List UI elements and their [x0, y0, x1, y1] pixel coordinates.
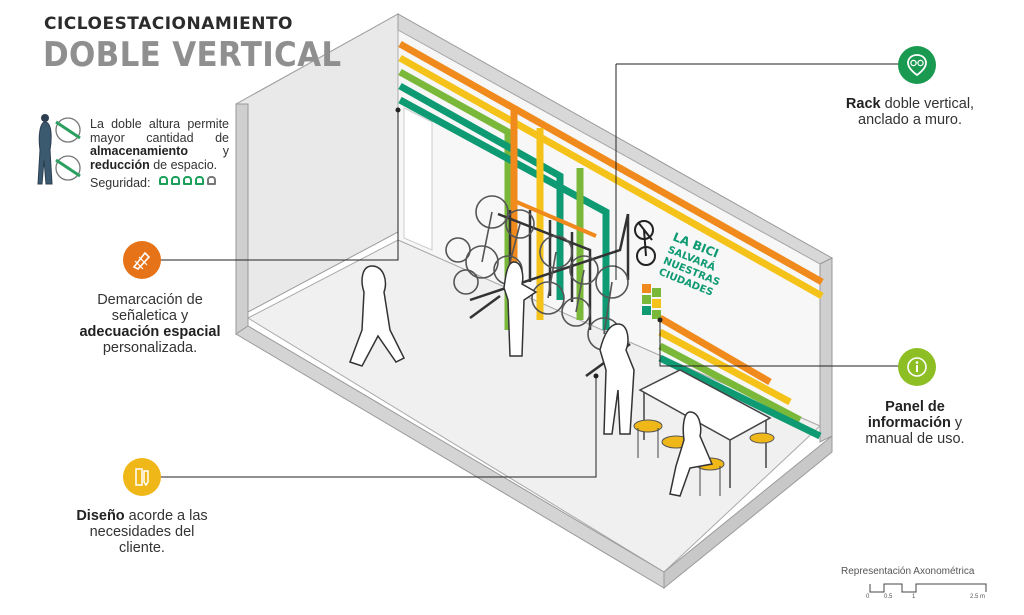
- panel-text-2: y: [950, 415, 963, 431]
- signage-line-4: personalizada.: [102, 340, 198, 356]
- scale-tick-3: 2.5 m: [970, 594, 986, 600]
- info-icon: [898, 348, 936, 386]
- signage-bold: adecuación espacial: [79, 324, 221, 340]
- information-panel: [642, 284, 661, 319]
- callout-leader-lines: [160, 63, 900, 478]
- scale-tick-1: 0.5: [884, 594, 893, 600]
- people-silhouettes: [349, 261, 714, 497]
- title-line-1: CICLOESTACIONAMIENTO: [44, 14, 294, 34]
- lock-icon: [171, 176, 180, 185]
- scale-bar-graphic: [869, 583, 987, 593]
- intro-bold-b: reducción: [90, 157, 150, 172]
- design-line-2: necesidades del: [89, 524, 195, 540]
- design-text-1: acorde a las: [124, 508, 208, 524]
- room-shell: [235, 13, 834, 590]
- panel-bold-1: Panel de: [885, 399, 945, 415]
- intro-description: La doble altura permite mayor cantidad d…: [90, 117, 229, 172]
- panel-bold-2: información: [867, 415, 951, 431]
- design-bold: Diseño: [76, 508, 125, 524]
- lock-icon: [207, 176, 216, 185]
- rack-text-2: anclado a muro.: [858, 112, 962, 128]
- callout-rack: Rack doble vertical, anclado a muro.: [840, 96, 980, 128]
- wall-bike-icon: [634, 220, 656, 266]
- lock-icon: [183, 176, 192, 185]
- rack-text-1: doble vertical,: [880, 96, 975, 112]
- security-label: Seguridad:: [90, 176, 151, 190]
- bike-location-pin-icon: [898, 46, 936, 84]
- design-line-3: cliente.: [119, 540, 165, 556]
- intro-bold-a: almacenamiento: [90, 144, 188, 159]
- intro-text-a: La doble altura permite mayor cantidad d…: [90, 117, 229, 145]
- intro-text-c: de espacio.: [149, 157, 218, 172]
- rack-bold: Rack: [845, 96, 881, 112]
- intro-illustration: [37, 114, 81, 185]
- security-rating: [159, 176, 216, 185]
- callout-signage: Demarcación de señaletica y adecuación e…: [52, 292, 248, 356]
- signage-brush-icon: [123, 241, 161, 279]
- lock-icon: [195, 176, 204, 185]
- signage-line-1: Demarcación de: [97, 292, 203, 308]
- panel-line-3: manual de uso.: [865, 431, 965, 447]
- lock-icon: [159, 176, 168, 185]
- signage-line-2: señaletica y: [111, 308, 189, 324]
- page-title: DOBLE VERTICAL: [43, 36, 342, 75]
- parked-bicycles: [445, 195, 629, 351]
- scale-tick-0: 0: [866, 594, 870, 600]
- scale-tick-2: 1: [912, 594, 916, 600]
- callout-panel: Panel de información y manual de uso.: [850, 399, 980, 447]
- callout-design: Diseño acorde a las necesidades del clie…: [60, 508, 224, 556]
- intro-text-b: y: [187, 144, 229, 159]
- pencil-ruler-icon: [123, 458, 161, 496]
- wall-stripes: [398, 40, 824, 440]
- scale-bar-title: Representación Axonométrica: [841, 566, 975, 577]
